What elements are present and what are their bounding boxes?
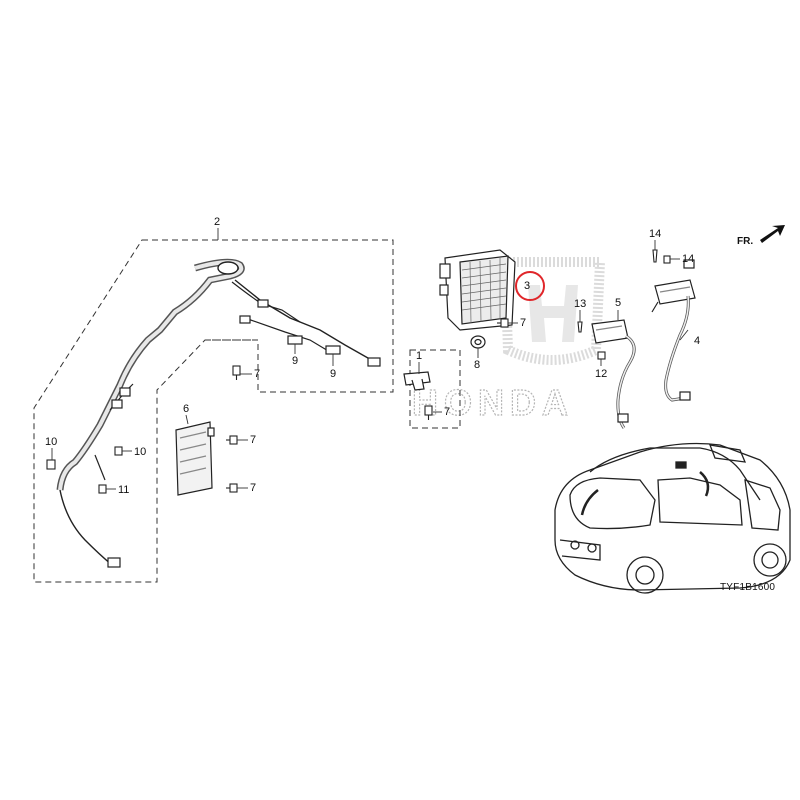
bolt-7-b xyxy=(424,405,433,420)
group-boundary-bracket xyxy=(409,349,461,429)
callout-7-e: 7 xyxy=(520,317,527,329)
callout-1: 1 xyxy=(416,350,423,362)
bolt-icons xyxy=(46,249,671,494)
callout-7-c: 7 xyxy=(250,434,257,446)
screw-14-a xyxy=(652,249,658,263)
module-part-4 xyxy=(651,259,696,402)
callout-5: 5 xyxy=(615,297,622,309)
clip-10-a xyxy=(46,459,56,470)
callout-7-d: 7 xyxy=(250,482,257,494)
callout-4: 4 xyxy=(694,335,701,347)
callout-9-b: 9 xyxy=(330,368,337,380)
vehicle-location-illustration xyxy=(554,442,791,594)
clip-part-9 xyxy=(287,335,341,355)
callout-10-b: 10 xyxy=(134,446,147,458)
callout-11: 11 xyxy=(118,484,130,496)
honda-watermark-text: HONDA xyxy=(412,382,574,423)
bolt-14-b xyxy=(663,255,671,264)
grommet-part-8 xyxy=(470,335,486,349)
bolt-7-a xyxy=(232,365,241,380)
callout-8: 8 xyxy=(474,359,481,371)
front-arrow-icon xyxy=(760,225,785,243)
drawing-code: TYF1B1600 xyxy=(720,582,776,593)
leader-lines xyxy=(51,228,689,490)
group-boundary-harness xyxy=(33,239,394,583)
bolt-12 xyxy=(597,351,606,360)
front-indicator-label: FR. xyxy=(737,236,754,247)
callout-3: 3 xyxy=(524,280,531,292)
callout-13: 13 xyxy=(574,298,587,310)
screw-13 xyxy=(577,321,583,333)
callout-7-b: 7 xyxy=(444,406,451,418)
callout-10-a: 10 xyxy=(45,436,58,448)
callout-12: 12 xyxy=(595,368,608,380)
module-part-5 xyxy=(591,319,636,429)
bolt-10-b xyxy=(114,446,123,456)
callout-6: 6 xyxy=(183,403,190,415)
bracket-part-1 xyxy=(403,371,431,391)
unit-part-3 xyxy=(439,249,516,331)
callout-7-a: 7 xyxy=(254,368,261,380)
callout-2: 2 xyxy=(214,216,221,228)
bolt-11 xyxy=(98,484,107,494)
bolt-7-d xyxy=(226,483,238,493)
callout-9-a: 9 xyxy=(292,355,299,367)
honda-watermark-logo xyxy=(499,257,606,365)
callout-14-a: 14 xyxy=(649,228,662,240)
highlight-circle xyxy=(515,271,545,301)
wire-harness-part-2 xyxy=(56,258,381,568)
control-module-part-6 xyxy=(175,421,215,496)
callout-14-b: 14 xyxy=(682,253,695,265)
bolt-7-c xyxy=(226,435,238,445)
